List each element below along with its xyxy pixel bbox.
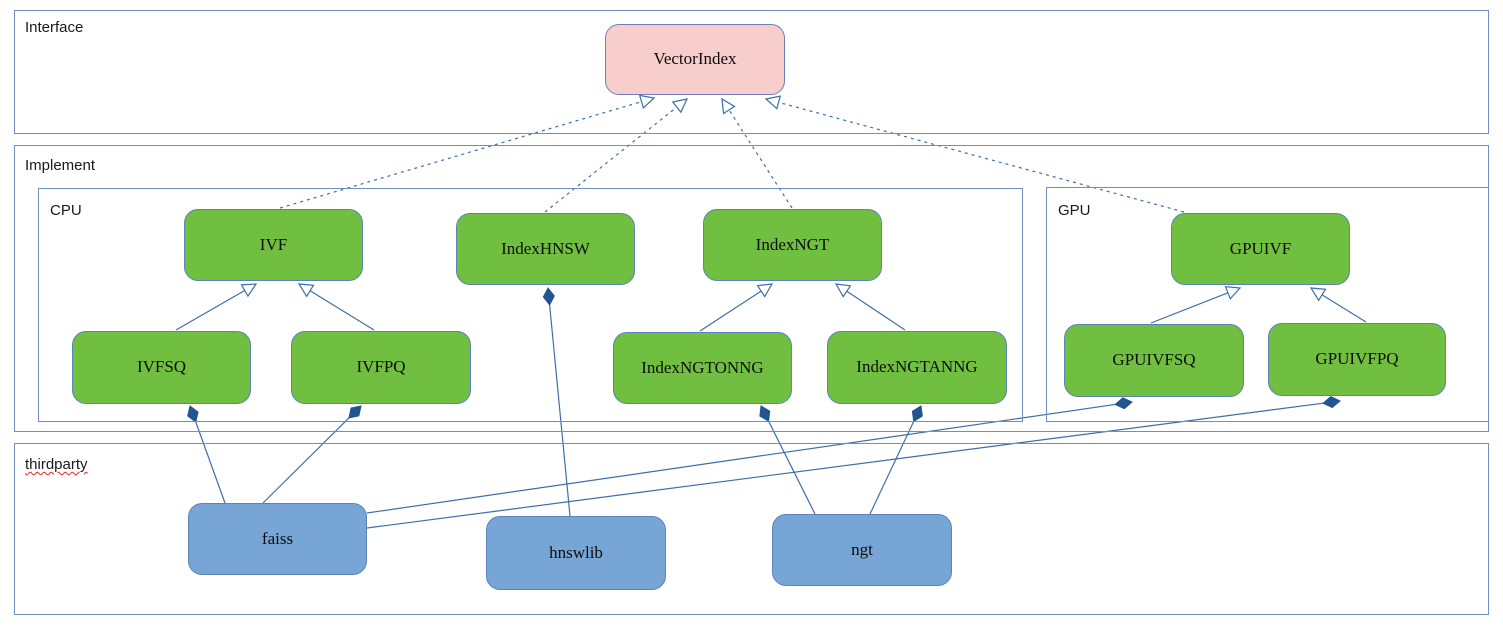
node-label: IndexNGTANNG — [856, 357, 978, 377]
group-label-gpu: GPU — [1058, 202, 1091, 219]
node-label: IVF — [259, 234, 288, 254]
node-hnswlib[interactable]: hnswlib — [486, 516, 666, 590]
node-label: GPUIVFPQ — [1315, 349, 1399, 369]
node-ivf[interactable]: IVF — [184, 209, 363, 281]
node-label: IndexNGT — [755, 234, 830, 254]
group-thirdparty — [14, 443, 1489, 615]
node-ivfpq[interactable]: IVFPQ — [291, 331, 471, 404]
node-faiss[interactable]: faiss — [188, 503, 367, 575]
node-indexhnsw[interactable]: IndexHNSW — [456, 213, 635, 285]
group-label-cpu: CPU — [50, 202, 82, 219]
node-gpuivfpq[interactable]: GPUIVFPQ — [1268, 323, 1446, 396]
node-indexngtonng[interactable]: IndexNGTONNG — [613, 332, 792, 404]
node-gpuivf[interactable]: GPUIVF — [1171, 213, 1350, 285]
node-indexngtanng[interactable]: IndexNGTANNG — [827, 331, 1007, 404]
node-ivfsq[interactable]: IVFSQ — [72, 331, 251, 404]
node-label: IndexNGTONNG — [641, 357, 764, 377]
group-interface — [14, 10, 1489, 134]
group-label-implement: Implement — [25, 157, 96, 174]
node-label: hnswlib — [549, 542, 603, 562]
group-label-thirdparty: thirdparty — [25, 456, 88, 473]
node-gpuivfsq[interactable]: GPUIVFSQ — [1064, 324, 1244, 397]
node-label: faiss — [261, 528, 294, 548]
node-indexngt[interactable]: IndexNGT — [703, 209, 882, 281]
node-label: IVFPQ — [356, 357, 406, 377]
node-label: ngt — [851, 539, 873, 559]
node-label: VectorIndex — [653, 49, 737, 69]
node-vectorindex[interactable]: VectorIndex — [605, 24, 785, 95]
group-gpu — [1046, 187, 1489, 422]
node-label: GPUIVFSQ — [1112, 350, 1196, 370]
node-label: GPUIVF — [1229, 238, 1292, 258]
node-ngt[interactable]: ngt — [772, 514, 952, 586]
node-label: IVFSQ — [136, 357, 187, 377]
group-cpu — [38, 188, 1023, 422]
group-label-interface: Interface — [25, 19, 84, 36]
node-label: IndexHNSW — [501, 238, 590, 258]
